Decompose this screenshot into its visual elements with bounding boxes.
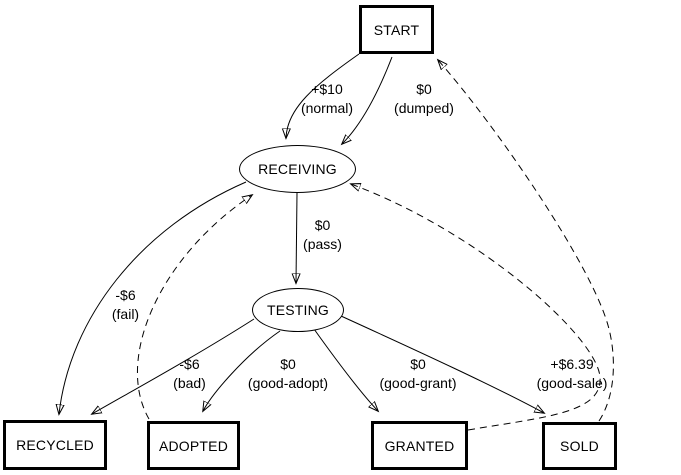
edge-label-good-grant: $0 (good-grant) bbox=[362, 355, 474, 393]
edge-sold-start-return bbox=[438, 60, 614, 422]
node-adopted: ADOPTED bbox=[147, 421, 240, 470]
edge-label-bad: -$6 (bad) bbox=[152, 355, 227, 393]
edge-label-pass: $0 (pass) bbox=[285, 216, 360, 254]
edge-label-good-sale: +$6.39 (good-sale) bbox=[516, 355, 628, 393]
edge-label-condition: (pass) bbox=[303, 236, 342, 252]
node-sold: SOLD bbox=[542, 422, 617, 470]
edge-label-good-adopt: $0 (good-adopt) bbox=[232, 355, 344, 393]
edge-label-value: +$6.39 bbox=[550, 356, 594, 372]
node-start: START bbox=[359, 5, 434, 54]
edge-granted-receiving-return bbox=[351, 184, 601, 431]
edge-testing-recycled-bad bbox=[92, 318, 255, 414]
edge-label-value: -$6 bbox=[179, 356, 200, 372]
node-receiving: RECEIVING bbox=[239, 145, 356, 193]
edge-start-receiving-dumped bbox=[342, 56, 393, 144]
edge-label-value: -$6 bbox=[115, 287, 136, 303]
edge-testing-adopted-good-adopt bbox=[203, 330, 281, 411]
edge-label-condition: (dumped) bbox=[394, 100, 454, 116]
edge-label-value: $0 bbox=[280, 356, 296, 372]
node-recycled: RECYCLED bbox=[3, 420, 107, 470]
edge-label-fail: -$6 (fail) bbox=[88, 286, 163, 324]
edge-receiving-testing-pass bbox=[296, 192, 297, 283]
edge-start-receiving-normal bbox=[286, 53, 360, 138]
edge-label-condition: (good-grant) bbox=[379, 375, 457, 391]
edge-label-value: +$10 bbox=[311, 81, 343, 97]
edge-label-condition: (normal) bbox=[300, 100, 354, 116]
edge-label-dumped: $0 (dumped) bbox=[376, 80, 472, 118]
edge-label-value: $0 bbox=[314, 217, 331, 233]
edge-label-normal: +$10 (normal) bbox=[279, 80, 375, 118]
edge-label-condition: (bad) bbox=[173, 375, 206, 391]
edge-testing-granted-good-grant bbox=[313, 328, 378, 411]
node-granted: GRANTED bbox=[371, 421, 468, 470]
edge-label-condition: (good-adopt) bbox=[247, 375, 329, 391]
edge-testing-sold-good-sale bbox=[340, 315, 544, 413]
edge-label-value: $0 bbox=[410, 356, 426, 372]
edge-label-condition: (good-sale) bbox=[536, 375, 608, 391]
edge-receiving-recycled-fail bbox=[59, 181, 247, 414]
node-testing: TESTING bbox=[252, 288, 344, 332]
edge-label-value: $0 bbox=[416, 81, 432, 97]
edge-adopted-receiving-return bbox=[136, 195, 252, 420]
edge-label-condition: (fail) bbox=[111, 306, 140, 322]
